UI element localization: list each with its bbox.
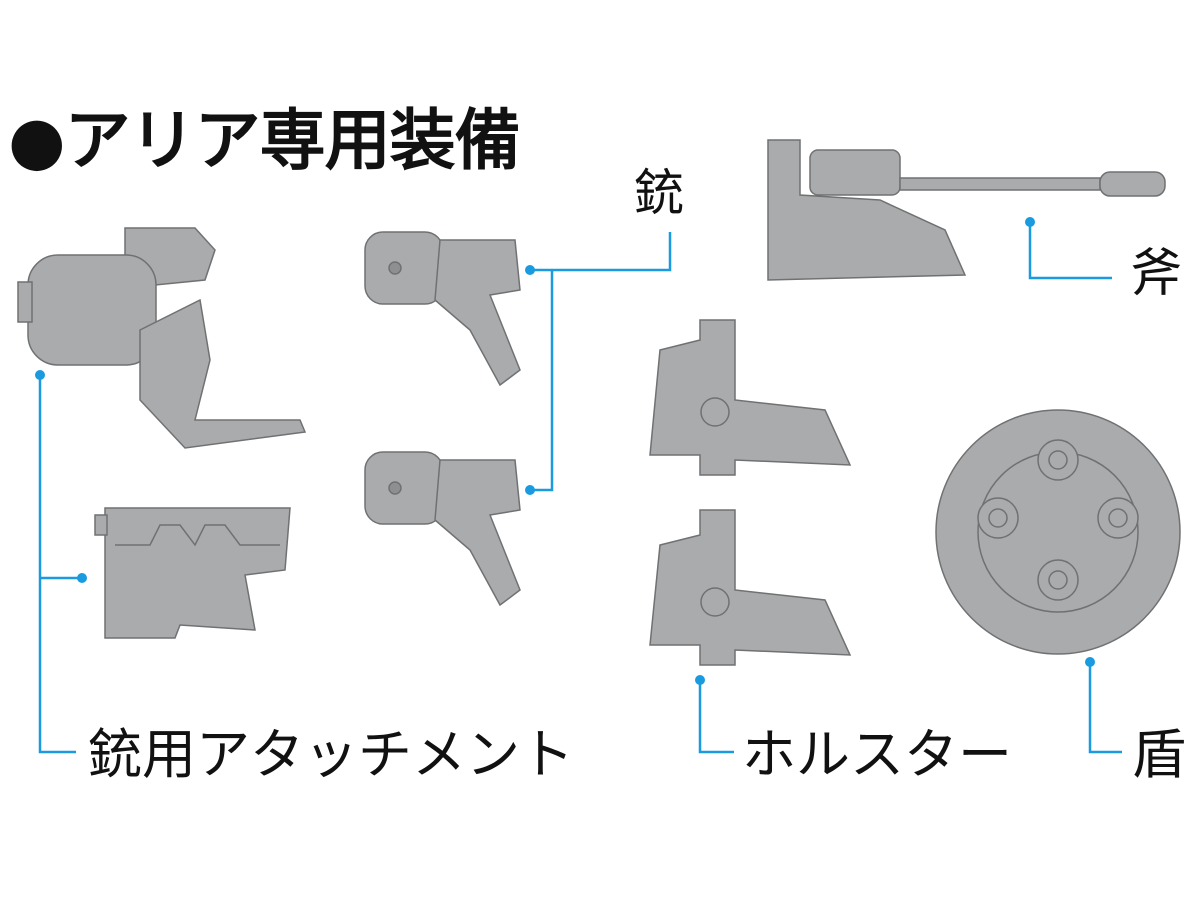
gun-label: 銃 [634, 164, 684, 222]
leader-dots [35, 217, 1095, 685]
gun-part-1 [364, 231, 521, 387]
attachment-label: 銃用アタッチメント [88, 723, 574, 786]
gun-part-2 [364, 451, 521, 607]
gun-attachment-part-top [17, 227, 307, 449]
holster-label: ホルスター [742, 723, 1012, 786]
leader-lines [38, 222, 1122, 754]
gun-attachment-part-bottom [94, 507, 291, 639]
holster-part-1 [649, 319, 852, 476]
page-title: ●アリア専用装備 [8, 102, 521, 179]
axe-label: 斧 [1130, 244, 1183, 304]
shield-label: 盾 [1132, 723, 1186, 786]
shield-part [935, 409, 1181, 655]
holster-part-2 [649, 509, 852, 666]
axe-part [767, 139, 1166, 281]
